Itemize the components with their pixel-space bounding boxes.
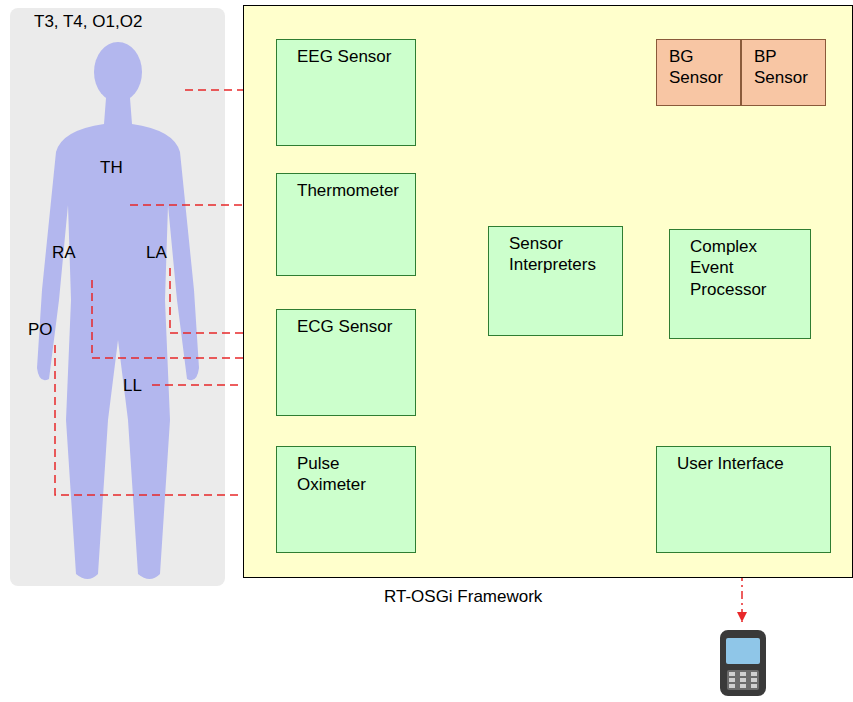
box-label: Pulse Oximeter: [297, 453, 382, 496]
box-label: User Interface: [677, 453, 822, 474]
sensor-box: EEG Sensor: [276, 39, 416, 146]
human-silhouette: [37, 42, 199, 579]
sensor-lead: [55, 90, 272, 495]
box-label: EEG Sensor: [297, 46, 407, 67]
electrode-label: T3, T4, O1,O2: [34, 12, 142, 32]
process-box: Complex Event Processor: [669, 229, 811, 339]
process-box: User Interface: [656, 446, 831, 553]
electrode-label: LA: [146, 243, 167, 263]
framework-box: RT-OSGi FrameworkEEG SensorThermometerEC…: [243, 5, 853, 578]
po-lead: [55, 345, 272, 495]
electrode-label: PO: [28, 320, 53, 340]
box-label: BG Sensor: [669, 46, 724, 89]
phone-icon: [720, 630, 766, 696]
sensor-box: BP Sensor: [741, 39, 826, 106]
framework-title: RT-OSGi Framework: [384, 586, 542, 607]
sensor-box: Thermometer: [276, 173, 416, 276]
box-label: BP Sensor: [754, 46, 809, 89]
box-label: ECG Sensor: [297, 316, 407, 337]
electrode-label: LL: [123, 376, 142, 396]
sensor-box: ECG Sensor: [276, 309, 416, 416]
body-panel: [10, 8, 225, 586]
electrode-label: TH: [100, 158, 123, 178]
electrode-label: RA: [52, 243, 76, 263]
box-label: Complex Event Processor: [690, 236, 780, 300]
box-label: Thermometer: [297, 180, 407, 201]
sensor-box: BG Sensor: [656, 39, 741, 106]
box-label: Sensor Interpreters: [509, 233, 609, 276]
process-box: Sensor Interpreters: [488, 226, 623, 336]
sensor-box: Pulse Oximeter: [276, 446, 416, 553]
